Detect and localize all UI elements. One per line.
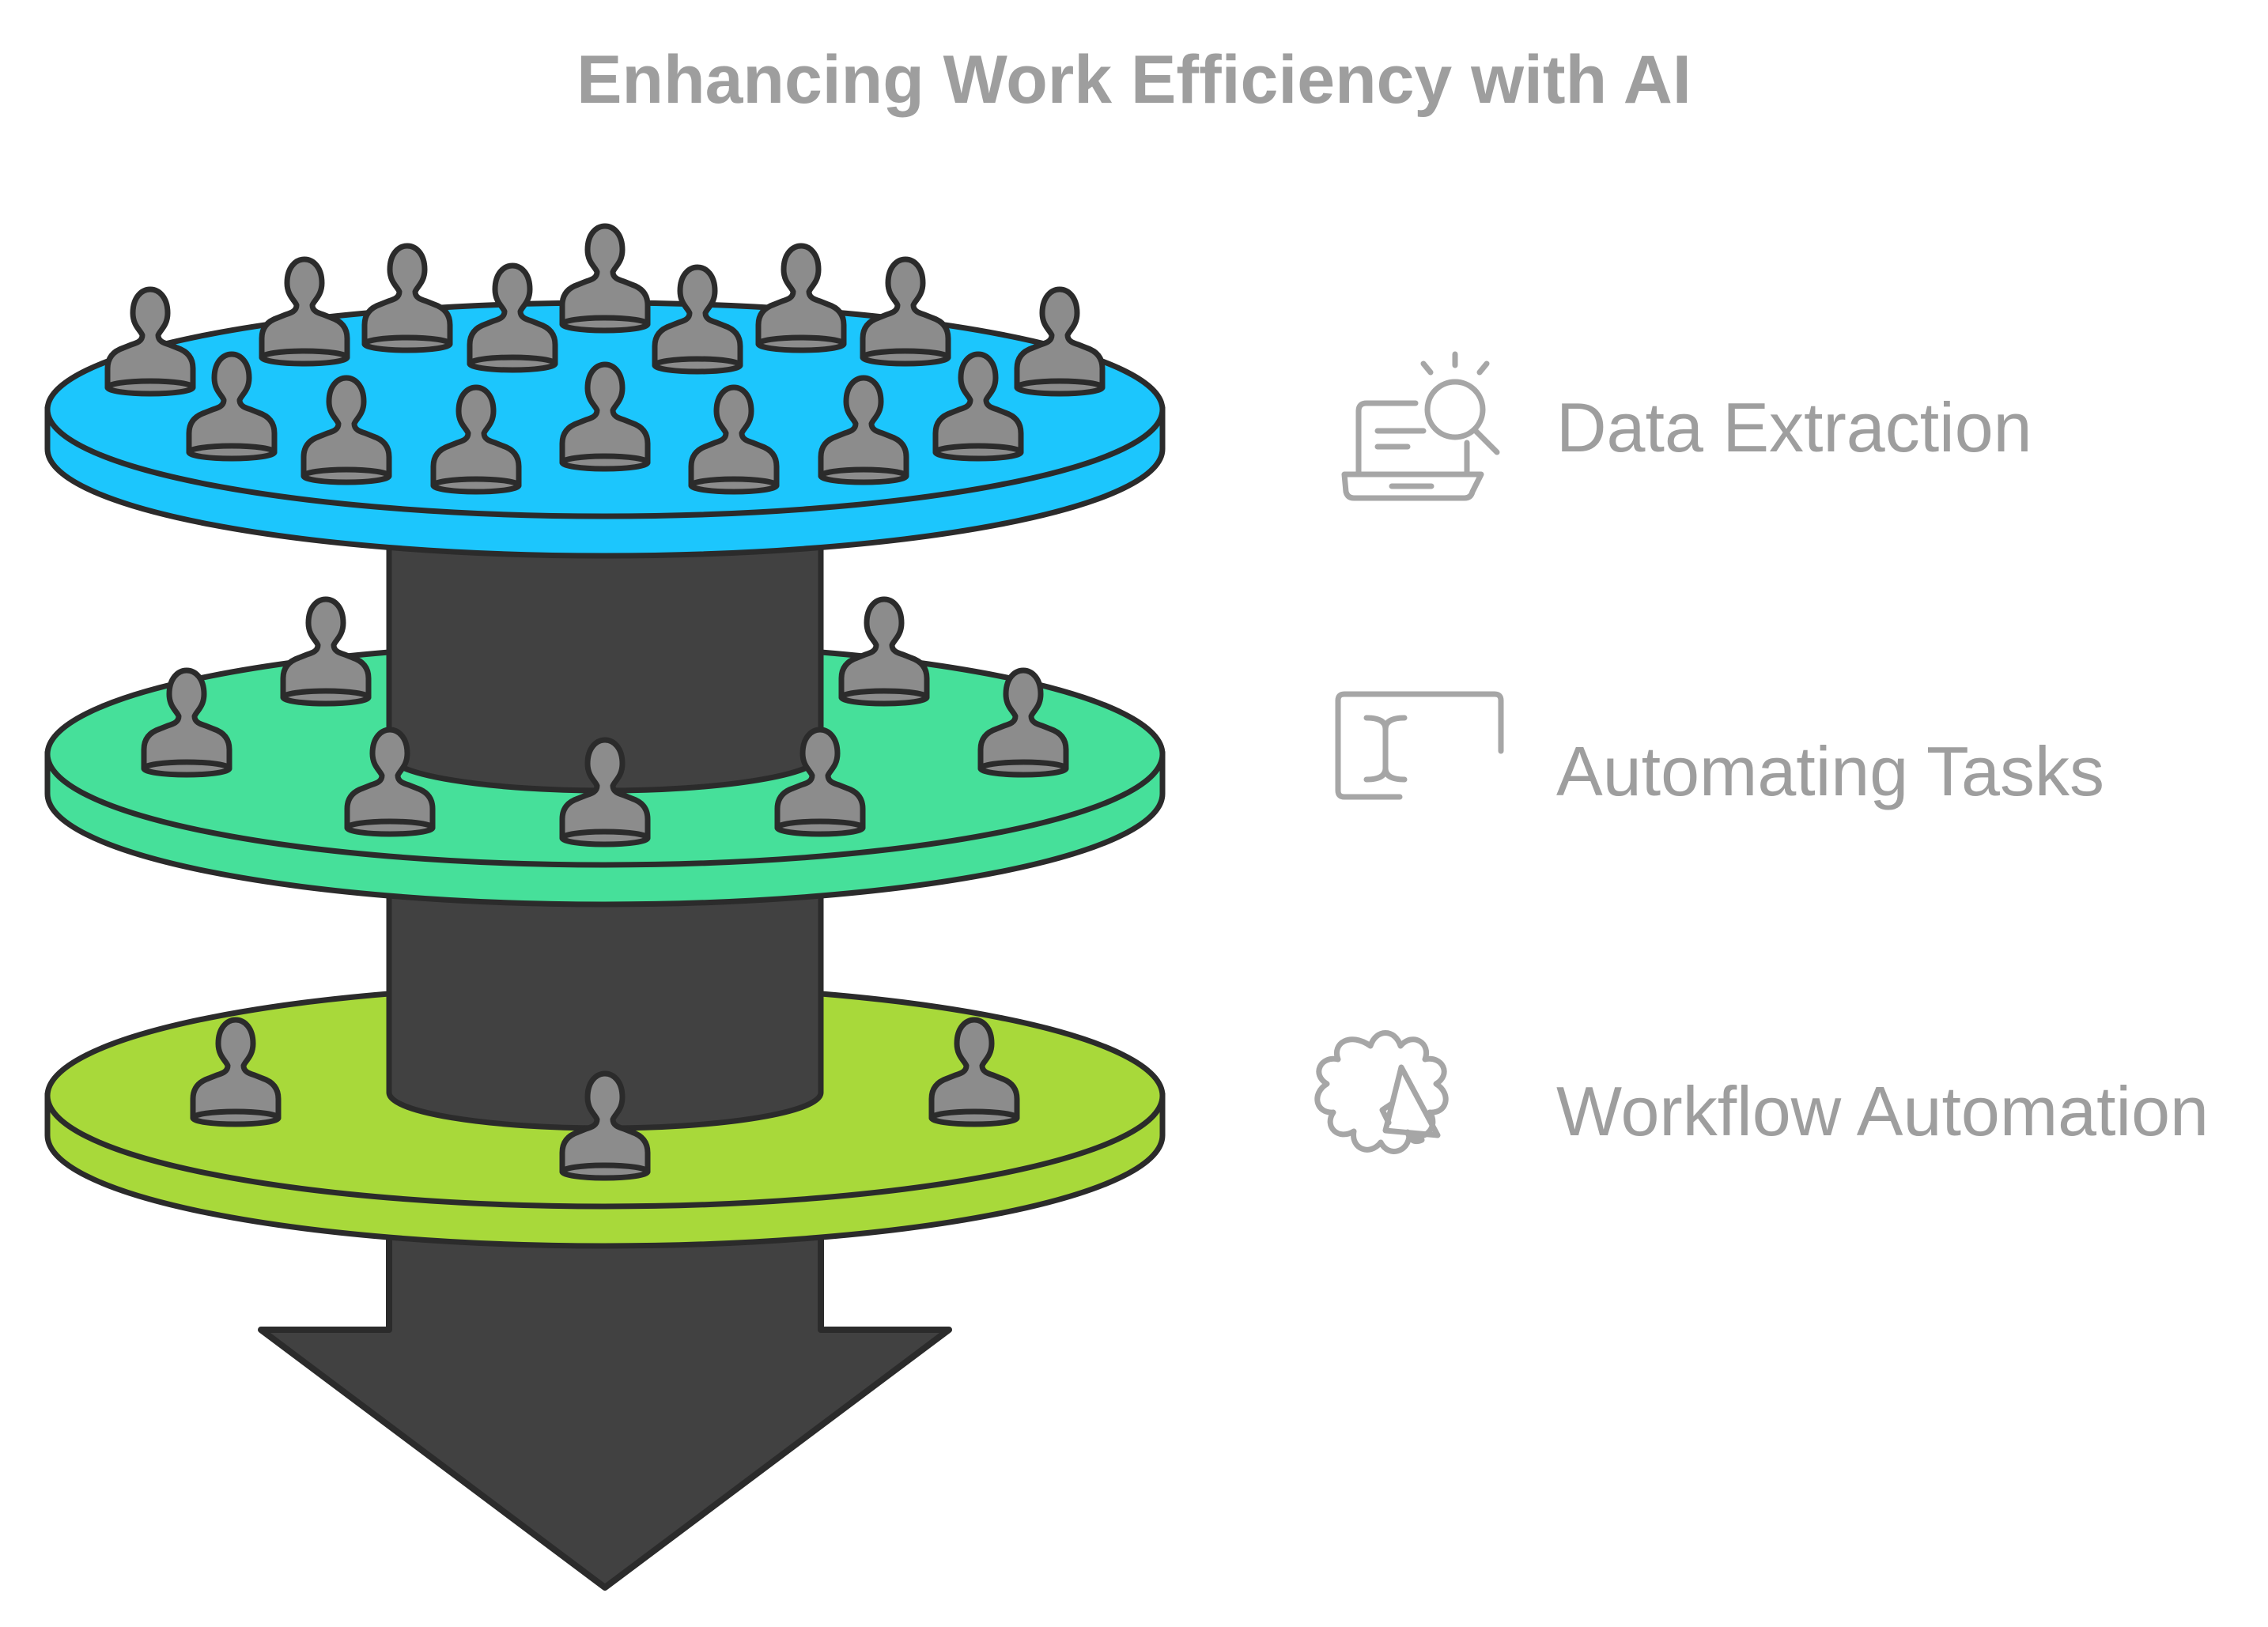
diagram-title: Enhancing Work Efficiency with AI (576, 42, 1692, 118)
label-automating-tasks: Automating Tasks (1556, 732, 2104, 810)
person-icon (365, 246, 450, 350)
person-icon (758, 246, 844, 350)
arrow-head (258, 1199, 952, 1591)
person-icon (262, 259, 347, 364)
label-workflow-automation: Workflow Automation (1556, 1072, 2209, 1150)
person-icon (841, 599, 927, 704)
person-icon (562, 226, 648, 330)
laptop-magnifier-icon (1341, 351, 1500, 501)
person-icon (863, 259, 948, 364)
label-data-extraction: Data Extraction (1556, 388, 2032, 466)
person-icon (283, 599, 369, 704)
text-cursor-screen-icon (1335, 691, 1504, 800)
gear-megaphone-icon (1314, 1030, 1449, 1154)
